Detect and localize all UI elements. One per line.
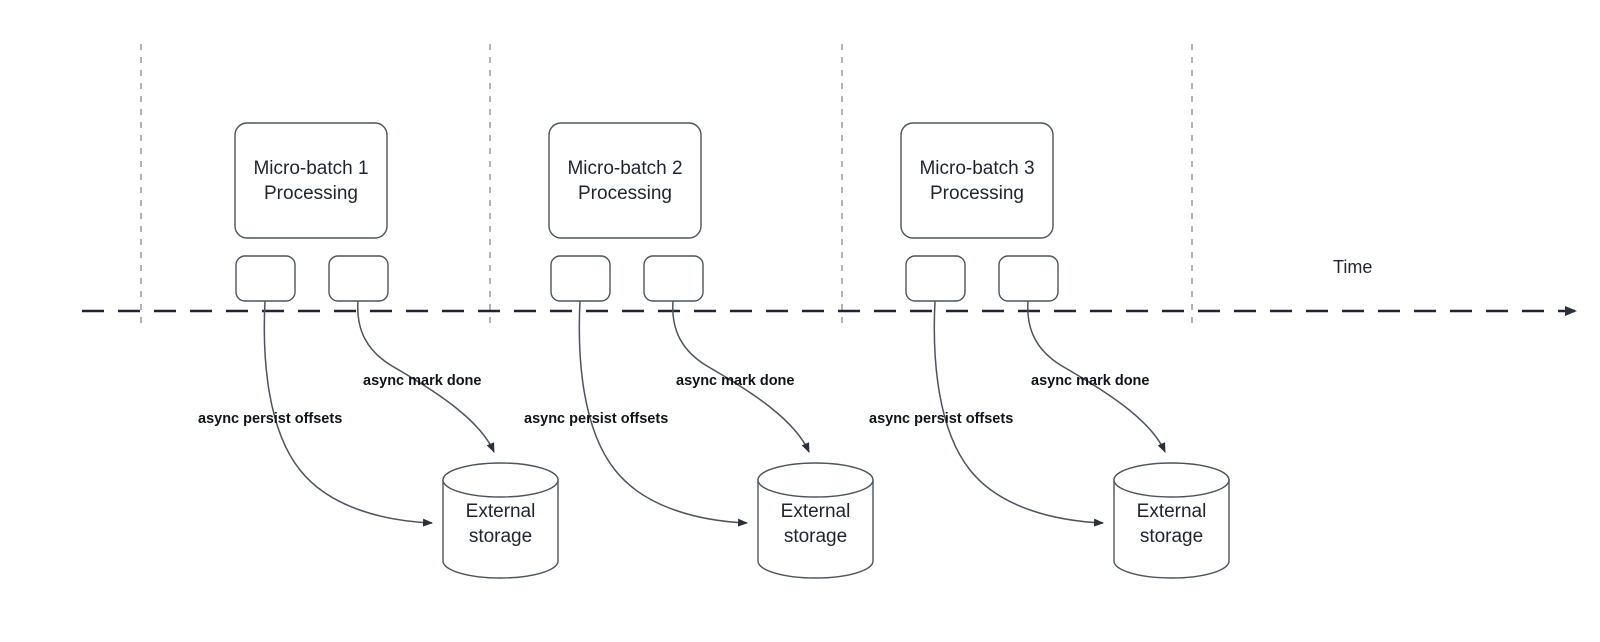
async-persist-offsets-edge-2 — [578, 300, 748, 527]
time-guide-lines — [140, 44, 1193, 325]
async-mark-done-edge-label-3: async mark done — [1031, 373, 1150, 389]
external-storage-body-3[interactable] — [1113, 479, 1230, 579]
time-axis-label: Time — [1333, 257, 1373, 277]
external-storage-body-2[interactable] — [757, 479, 874, 579]
external-storage-top-1 — [442, 462, 559, 498]
diagram-shapes — [234, 122, 1230, 579]
async-persist-offsets-edge-label-1: async persist offsets — [198, 411, 343, 427]
mark-done-task-3[interactable] — [998, 255, 1059, 302]
async-persist-offsets-edge-label-2: async persist offsets — [524, 411, 669, 427]
external-storage-body-1[interactable] — [442, 479, 559, 579]
async-mark-done-edge-3 — [1027, 300, 1166, 453]
async-persist-offsets-edge-label-3: async persist offsets — [869, 411, 1014, 427]
async-persist-offsets-edge-3 — [933, 300, 1104, 527]
persist-offsets-task-3[interactable] — [905, 255, 966, 302]
external-storage-top-3 — [1113, 462, 1230, 498]
diagram-edges — [263, 300, 1166, 527]
async-persist-offsets-edge-1 — [263, 300, 433, 527]
async-mark-done-edge-1 — [357, 300, 495, 453]
async-mark-done-edge-label-1: async mark done — [363, 373, 482, 389]
micro-batch-box-1[interactable] — [234, 122, 388, 239]
micro-batch-box-3[interactable] — [900, 122, 1054, 239]
external-storage-top-2 — [757, 462, 874, 498]
persist-offsets-task-1[interactable] — [235, 255, 296, 302]
persist-offsets-task-2[interactable] — [550, 255, 611, 302]
micro-batch-box-2[interactable] — [548, 122, 702, 239]
mark-done-task-2[interactable] — [643, 255, 704, 302]
async-mark-done-edge-label-2: async mark done — [676, 373, 795, 389]
async-mark-done-edge-2 — [672, 300, 810, 453]
mark-done-task-1[interactable] — [328, 255, 389, 302]
